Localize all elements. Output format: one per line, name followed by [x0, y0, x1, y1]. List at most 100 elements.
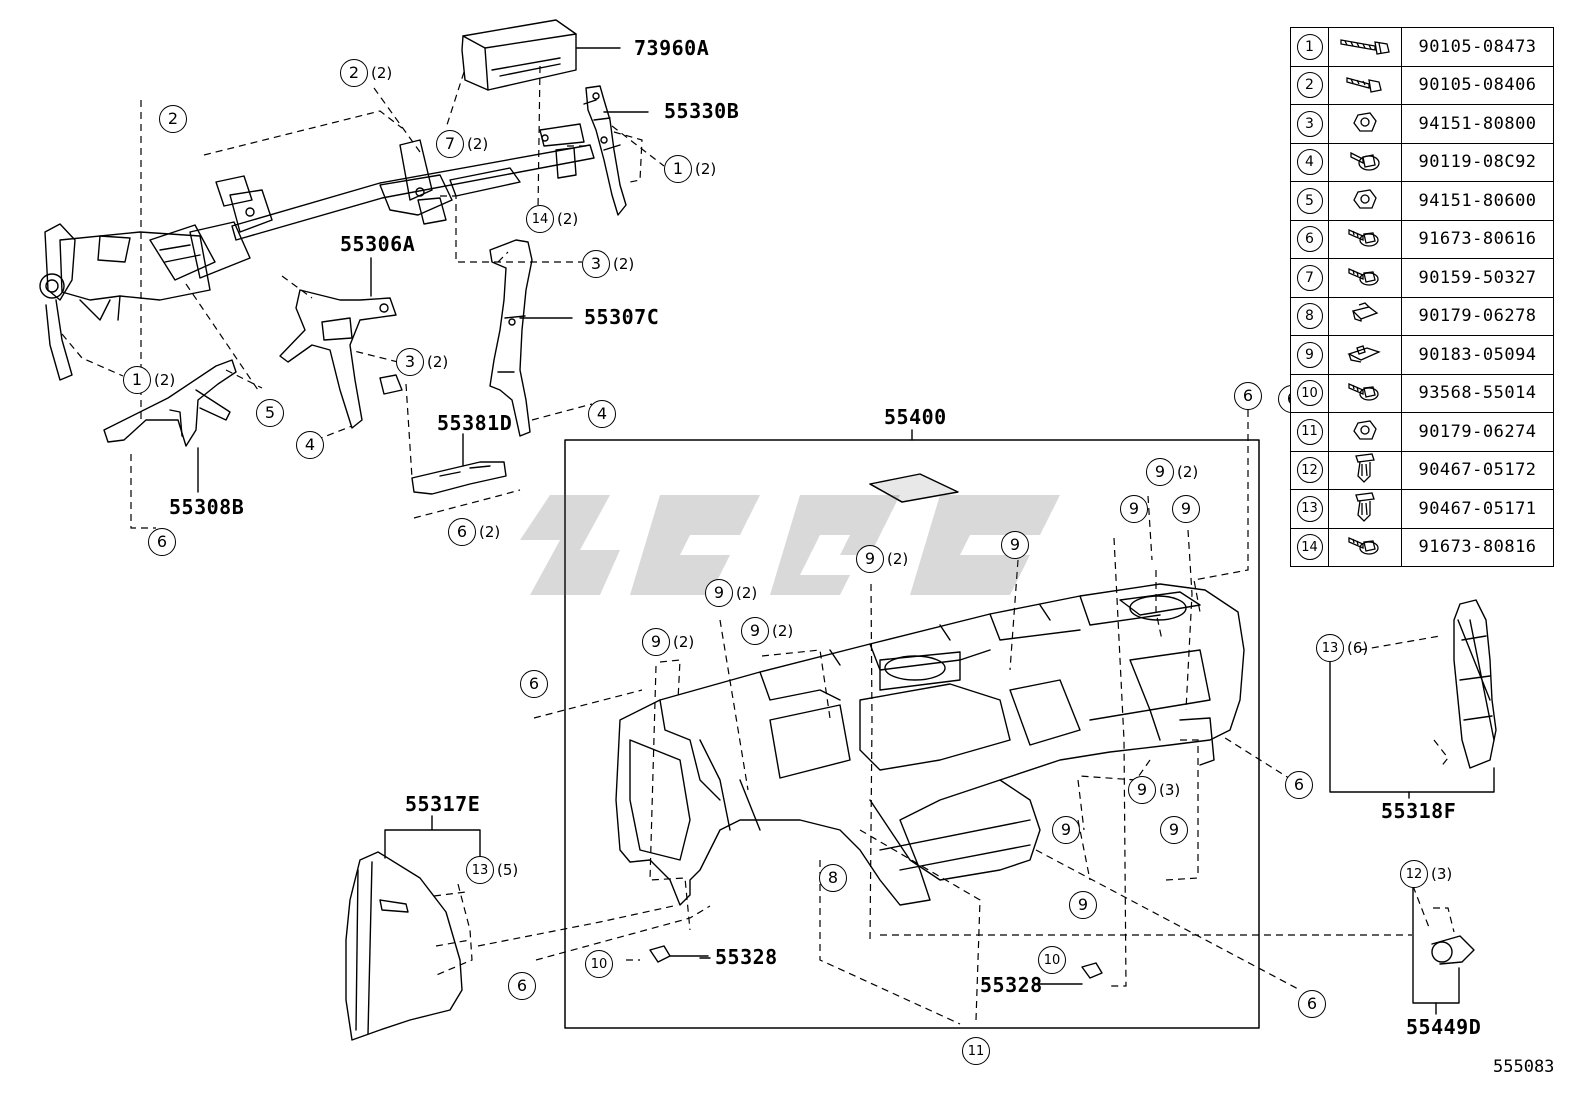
- fastener-row: 1 90105-08473: [1290, 27, 1554, 67]
- callout-number: 13: [1316, 634, 1344, 662]
- fastener-index-cell: 2: [1290, 65, 1329, 105]
- callout-quantity: (2): [467, 134, 489, 153]
- callout-quantity: (2): [887, 549, 909, 568]
- fastener-part-number: 94151-80800: [1401, 104, 1554, 144]
- part-number-55307C: 55307C: [584, 305, 660, 329]
- screw-icon: [1328, 258, 1402, 298]
- fastener-index-cell: 3: [1290, 104, 1329, 144]
- callout-fastener-10: 10: [585, 950, 616, 978]
- callout-number: 8: [819, 864, 847, 892]
- part-number-55449D: 55449D: [1406, 1015, 1482, 1039]
- callout-fastener-14: 14(2): [526, 205, 578, 233]
- fastener-part-number: 90119-08C92: [1401, 142, 1554, 182]
- fastener-part-number: 94151-80600: [1401, 181, 1554, 221]
- part-number-73960A: 73960A: [634, 36, 710, 60]
- brace-55308B-drawing: [103, 359, 237, 447]
- callout-number: 12: [1400, 860, 1428, 888]
- callout-quantity: (2): [427, 352, 449, 371]
- bracket-55381D-drawing: [411, 461, 507, 495]
- callout-number: 6: [1285, 771, 1313, 799]
- fastener-index: 5: [1296, 187, 1323, 214]
- callout-fastener-3: 3(2): [396, 348, 448, 376]
- fastener-index-cell: 8: [1290, 296, 1329, 336]
- callout-number: 9: [705, 579, 733, 607]
- fastener-index-cell: 12: [1290, 450, 1329, 490]
- fastener-index: 6: [1296, 226, 1323, 253]
- callout-fastener-9: 9(2): [642, 628, 694, 656]
- part-number-55330B: 55330B: [664, 99, 740, 123]
- callout-number: 5: [256, 399, 284, 427]
- callout-number: 3: [582, 250, 610, 278]
- callout-number: 10: [1038, 946, 1066, 974]
- callout-fastener-3: 3(2): [582, 250, 634, 278]
- callout-number: 2: [340, 59, 368, 87]
- callout-fastener-9: 9: [1172, 495, 1203, 523]
- fastener-index: 8: [1296, 303, 1323, 330]
- callout-number: 13: [466, 856, 494, 884]
- cover-55318F-drawing: [1453, 599, 1497, 769]
- fastener-index: 7: [1296, 264, 1323, 291]
- callout-quantity: (6): [1347, 638, 1369, 657]
- callout-fastener-9: 9(2): [741, 617, 793, 645]
- callout-number: 11: [962, 1037, 990, 1065]
- callout-number: 9: [1172, 495, 1200, 523]
- fastener-index: 3: [1296, 110, 1323, 137]
- bolt-icon: [1328, 65, 1402, 105]
- callout-number: 9: [1001, 531, 1029, 559]
- push-clip-icon: [1328, 489, 1402, 529]
- fastener-index-cell: 1: [1290, 27, 1329, 67]
- part-number-55328-left: 55328: [715, 945, 778, 969]
- callout-quantity: (3): [1431, 864, 1453, 883]
- part-number-55317E: 55317E: [405, 792, 481, 816]
- fastener-part-number: 90467-05171: [1401, 489, 1554, 529]
- fastener-index-cell: 7: [1290, 258, 1329, 298]
- callout-fastener-10: 10: [1038, 946, 1069, 974]
- clip-55328-left-drawing: [649, 945, 671, 963]
- callout-fastener-1: 1(2): [664, 155, 716, 183]
- fastener-row: 3 94151-80800: [1290, 104, 1554, 144]
- fastener-index-cell: 10: [1290, 373, 1329, 413]
- fastener-part-number: 93568-55014: [1401, 373, 1554, 413]
- part-number-55308B: 55308B: [169, 495, 245, 519]
- instrument-panel-55400-drawing: [615, 583, 1245, 906]
- callout-number: 9: [1128, 776, 1156, 804]
- screw-icon: [1328, 373, 1402, 413]
- callout-number: 6: [148, 528, 176, 556]
- callout-number: 9: [1052, 816, 1080, 844]
- callout-number: 3: [396, 348, 424, 376]
- callout-number: 6: [508, 972, 536, 1000]
- callout-fastener-8: 8: [819, 864, 850, 892]
- callout-quantity: (3): [1159, 780, 1181, 799]
- callout-fastener-7: 7(2): [436, 130, 488, 158]
- part-number-55328-right: 55328: [980, 973, 1043, 997]
- callout-fastener-9: 9(2): [705, 579, 757, 607]
- steering-support-55330-drawing: [39, 123, 595, 381]
- push-clip-icon: [1328, 450, 1402, 490]
- bracket-55330B-drawing: [583, 85, 627, 216]
- part-number-55400: 55400: [884, 405, 947, 429]
- callout-fastener-4: 4: [296, 431, 327, 459]
- callout-fastener-13: 13(6): [1316, 634, 1368, 662]
- nut-icon: [1328, 412, 1402, 452]
- callout-quantity: (2): [371, 63, 393, 82]
- callout-number: 6: [520, 670, 548, 698]
- flange-bolt-icon: [1328, 142, 1402, 182]
- fastener-part-number: 90105-08473: [1401, 27, 1554, 67]
- callout-quantity: (2): [154, 370, 176, 389]
- callout-number: 6: [448, 518, 476, 546]
- callout-fastener-6: 6: [520, 670, 551, 698]
- module-73960A-drawing: [461, 19, 577, 91]
- brace-55307C-drawing: [489, 239, 533, 437]
- callout-quantity: (2): [736, 583, 758, 602]
- fastener-part-number: 90179-06278: [1401, 296, 1554, 336]
- callout-number: 4: [588, 400, 616, 428]
- callout-fastener-9: 9(3): [1128, 776, 1180, 804]
- screw-icon: [1328, 527, 1402, 567]
- fastener-index-cell: 14: [1290, 527, 1329, 567]
- part-number-55381D: 55381D: [437, 411, 513, 435]
